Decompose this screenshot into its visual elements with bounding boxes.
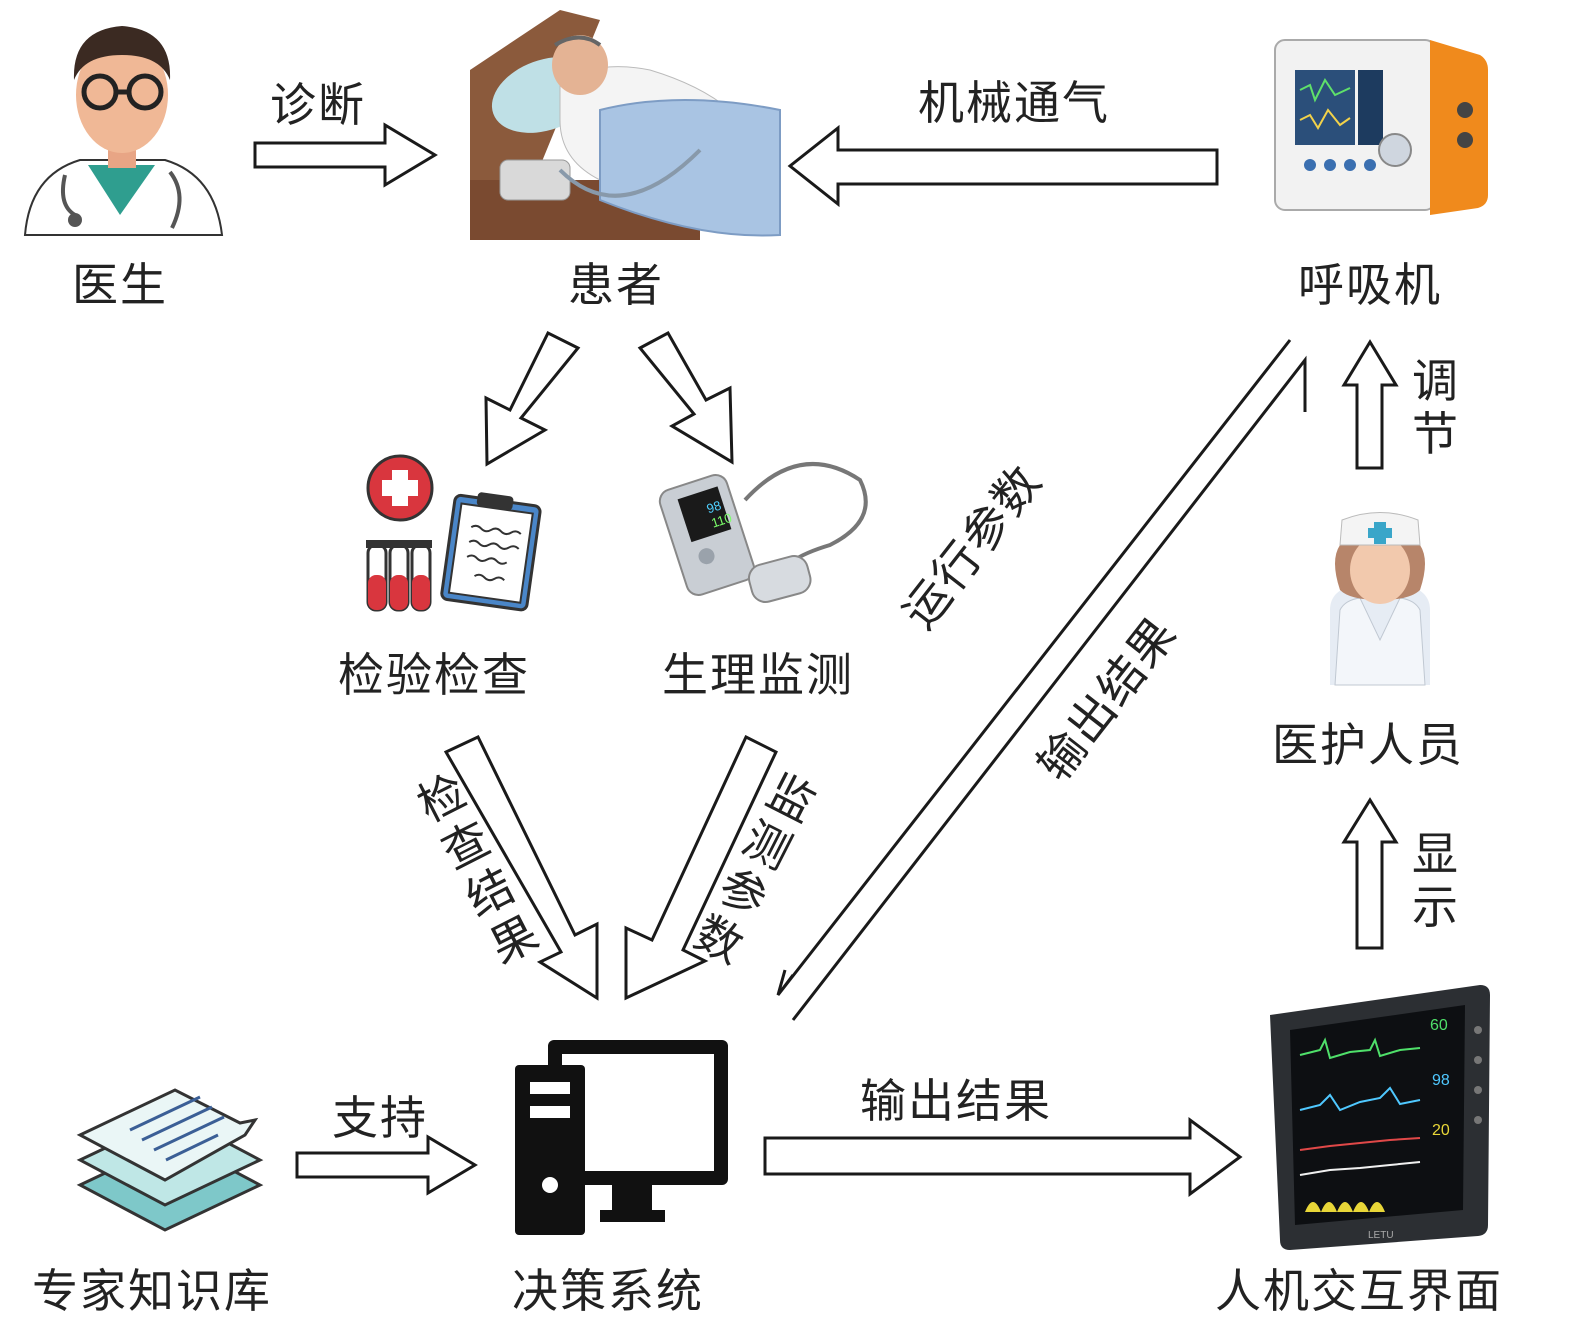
lab-tests-icon <box>366 454 542 612</box>
pulse-oximeter-icon: 98 110 <box>658 462 868 604</box>
edge-mech-ventilation-label: 机械通气 <box>918 76 1110 130</box>
computer-icon <box>515 1040 728 1235</box>
arrow-run-params <box>776 339 1292 996</box>
monitor-value-hr: 60 <box>1430 1017 1448 1034</box>
arrow-check-results <box>443 735 599 1001</box>
oximeter-reading-2: 110 <box>709 510 733 531</box>
arrow-adjust <box>1341 339 1399 470</box>
knowledge-base-icon <box>76 1088 264 1232</box>
node-medical-staff-label: 医护人员 <box>1272 718 1464 772</box>
arrow-patient-to-monitor <box>637 330 734 465</box>
ventilator-icon <box>1274 39 1488 215</box>
node-doctor-label: 医生 <box>72 258 168 312</box>
edge-adjust-label: 调节 <box>1412 354 1458 461</box>
node-physio-monitor-label: 生理监测 <box>662 648 854 702</box>
node-lab-tests-label: 检验检查 <box>338 648 530 702</box>
arrow-diagnose <box>253 122 438 188</box>
monitor-brand: LETU <box>1368 1230 1394 1241</box>
arrow-patient-to-lab <box>484 330 581 467</box>
nurse-icon <box>1330 512 1430 686</box>
arrow-output-results <box>763 1117 1243 1197</box>
clipboard-icon <box>440 492 542 612</box>
node-ventilator-label: 呼吸机 <box>1298 258 1442 312</box>
node-patient-label: 患者 <box>568 258 664 312</box>
monitor-value-spo2: 98 <box>1432 1072 1450 1089</box>
node-decision-system-label: 决策系统 <box>512 1264 704 1318</box>
arrow-output-results-diag <box>791 355 1307 1021</box>
arrow-display <box>1341 797 1399 950</box>
test-tubes-icon <box>366 540 432 612</box>
monitor-value-resp: 20 <box>1432 1122 1450 1139</box>
patient-icon <box>470 10 781 240</box>
arrow-mech-ventilation <box>787 124 1219 208</box>
edge-output-results-label: 输出结果 <box>860 1074 1052 1128</box>
node-knowledge-base-label: 专家知识库 <box>32 1264 272 1318</box>
patient-monitor-icon: 60 98 20 LETU <box>1270 985 1490 1250</box>
arrow-support <box>295 1134 478 1196</box>
oximeter-reading-1: 98 <box>705 498 723 517</box>
edge-display-label: 显示 <box>1412 827 1458 934</box>
node-hmi-label: 人机交互界面 <box>1215 1264 1503 1318</box>
doctor-icon <box>23 26 224 236</box>
edge-diagnose-label: 诊断 <box>270 78 366 132</box>
arrow-monitor-params <box>624 734 778 1001</box>
edge-support-label: 支持 <box>332 1091 428 1145</box>
